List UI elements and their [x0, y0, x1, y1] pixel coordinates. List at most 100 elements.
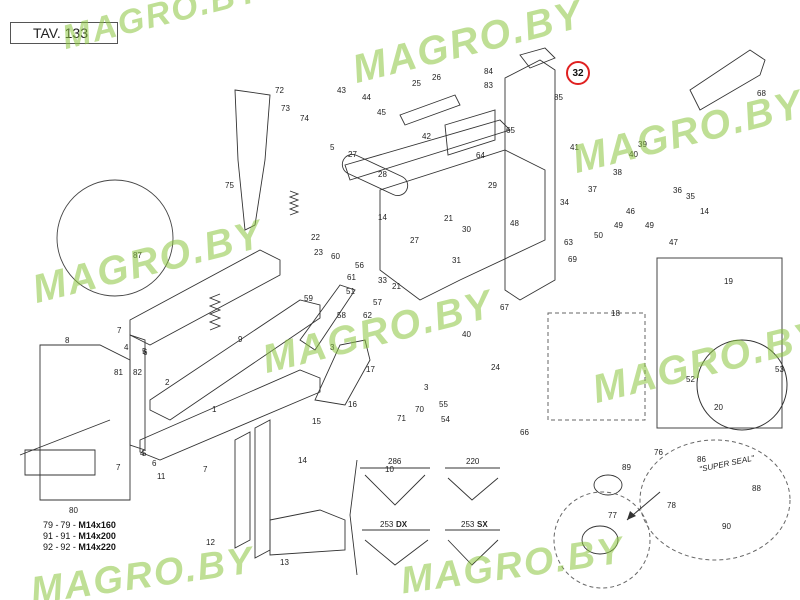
- part-67: 67: [500, 303, 509, 312]
- bracket-8: [39, 344, 131, 501]
- part-72: 72: [275, 86, 284, 95]
- dim-a: 286: [388, 457, 402, 466]
- part-23: 23: [314, 248, 323, 257]
- profile-c: [364, 539, 429, 566]
- detail-circle-77: [553, 491, 651, 589]
- dim-b: 220: [466, 457, 480, 466]
- plate-64: [444, 109, 496, 156]
- hub-89: [593, 474, 623, 496]
- part-42: 42: [422, 132, 431, 141]
- part-49b: 49: [645, 221, 654, 230]
- detail-box-18: [547, 312, 646, 421]
- part-60: 60: [331, 252, 340, 261]
- highlighted-part-number: 32: [572, 67, 584, 79]
- part-13: 13: [280, 558, 289, 567]
- part-76: 76: [654, 448, 663, 457]
- part-37: 37: [588, 185, 597, 194]
- part-callouts: 1 2 3 3 4 4 5 5 5 6 6 7 7 7 8 9 10 11 12…: [65, 67, 784, 567]
- part-86: 86: [697, 455, 706, 464]
- dim-c: 253: [380, 520, 394, 529]
- part-61: 61: [347, 273, 356, 282]
- part-7c: 7: [203, 465, 208, 474]
- part-30: 30: [462, 225, 471, 234]
- part-18: 18: [611, 309, 620, 318]
- part-51: 51: [346, 287, 355, 296]
- part-34: 34: [560, 198, 569, 207]
- part-15: 15: [312, 417, 321, 426]
- middle-arm: [149, 299, 321, 421]
- detail-box-19: [656, 257, 783, 429]
- part-46: 46: [626, 207, 635, 216]
- part-3: 3: [330, 343, 335, 352]
- part-52: 52: [686, 375, 695, 384]
- bolt-note-79: 79 - 79 - M14x160: [43, 520, 116, 530]
- boot-13: [269, 509, 346, 556]
- part-28: 28: [378, 170, 387, 179]
- part-44: 44: [362, 93, 371, 102]
- part-48: 48: [510, 219, 519, 228]
- part-49: 49: [614, 221, 623, 230]
- part-22: 22: [311, 233, 320, 242]
- part-27b: 27: [410, 236, 419, 245]
- part-8: 8: [65, 336, 70, 345]
- part-45: 45: [377, 108, 386, 117]
- part-11: 11: [157, 472, 166, 481]
- profiles-brace: [349, 459, 358, 576]
- part-3b: 3: [424, 383, 429, 392]
- tube-28: [341, 153, 409, 197]
- part-69: 69: [568, 255, 577, 264]
- part-63: 63: [564, 238, 573, 247]
- part-75: 75: [225, 181, 234, 190]
- part-84: 84: [484, 67, 493, 76]
- profile-b: [447, 477, 499, 501]
- part-2: 2: [165, 378, 170, 387]
- part-65: 65: [506, 126, 515, 135]
- part-6b: 6: [152, 459, 157, 468]
- cross-beam: [344, 119, 511, 181]
- part-20: 20: [714, 403, 723, 412]
- part-26: 26: [432, 73, 441, 82]
- hub-77: [581, 525, 619, 555]
- part-64: 64: [476, 151, 485, 160]
- profile-a: [364, 474, 426, 506]
- part-29: 29: [488, 181, 497, 190]
- shield-75: [234, 89, 271, 231]
- bolt-79: [19, 419, 111, 456]
- part-59: 59: [304, 294, 313, 303]
- column-plate: [519, 47, 556, 69]
- dim-c-side: DX: [396, 520, 408, 529]
- plate-10: [234, 431, 251, 549]
- spring-9: [208, 293, 222, 331]
- part-5: 5: [330, 143, 335, 152]
- part-4b: 4: [140, 449, 145, 458]
- spring-22: [288, 190, 300, 216]
- part-14: 14: [378, 213, 387, 222]
- part-62: 62: [363, 311, 372, 320]
- part-66: 66: [520, 428, 529, 437]
- part-39: 39: [638, 140, 647, 149]
- part-70: 70: [415, 405, 424, 414]
- detail-disc-78: [639, 439, 791, 561]
- bolt-size-notes: 79 - 79 - M14x160 91 - 91 - M14x200 92 -…: [43, 520, 116, 553]
- arm-59: [299, 284, 356, 351]
- part-21: 21: [444, 214, 453, 223]
- part-68: 68: [757, 89, 766, 98]
- disc-53: [696, 339, 788, 431]
- part-5c: 5: [142, 449, 147, 458]
- part-17: 17: [366, 365, 375, 374]
- main-column: [504, 59, 556, 301]
- part-85: 85: [554, 93, 563, 102]
- highlighted-part-callout[interactable]: 32: [566, 61, 590, 85]
- part-71: 71: [397, 414, 406, 423]
- sheet-code-box: TAV. 133: [10, 22, 118, 44]
- profile-d: [447, 539, 499, 566]
- detail-circle-87: [56, 179, 174, 297]
- part-40: 40: [629, 150, 638, 159]
- arm-16: [314, 339, 371, 406]
- part-36: 36: [673, 186, 682, 195]
- part-53: 53: [775, 365, 784, 374]
- part-74: 74: [300, 114, 309, 123]
- part-40b: 40: [462, 330, 471, 339]
